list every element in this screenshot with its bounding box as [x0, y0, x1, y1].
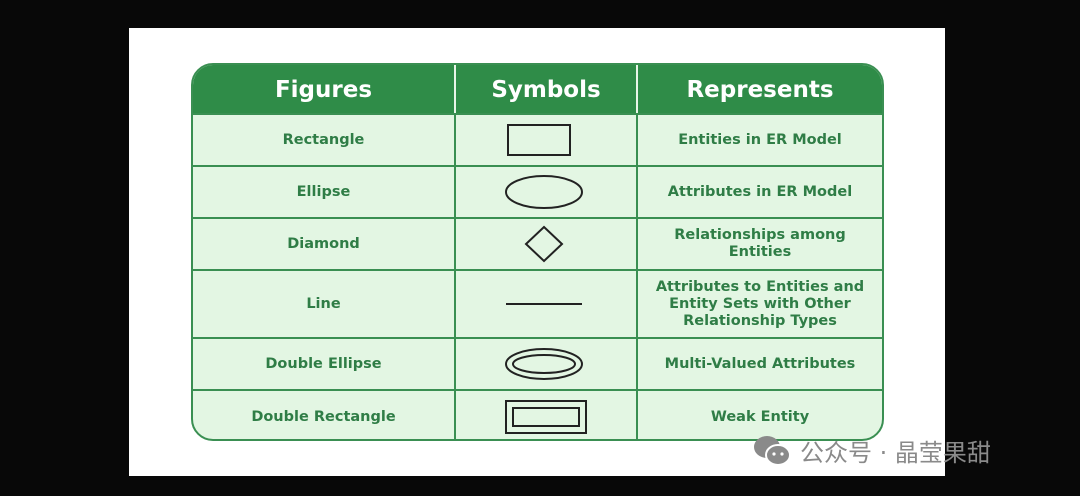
table-row: Ellipse Attributes in ER Model	[193, 165, 882, 217]
symbol-cell	[456, 339, 638, 389]
wechat-icon	[754, 435, 791, 466]
symbol-cell	[456, 115, 638, 165]
symbol-cell	[456, 167, 638, 217]
double-ellipse-symbol-icon	[505, 348, 583, 380]
double-rectangle-symbol-icon	[505, 400, 587, 434]
figure-name: Diamond	[193, 219, 456, 269]
figure-name: Ellipse	[193, 167, 456, 217]
header-represents: Represents	[686, 76, 834, 103]
symbol-cell	[456, 271, 638, 337]
er-symbols-table: Figures Symbols Represents Rectangle Ent…	[191, 63, 884, 441]
represents-text: Weak Entity	[710, 408, 810, 425]
figure-name: Rectangle	[193, 115, 456, 165]
watermark-text: 公众号 · 晶莹果甜	[800, 439, 991, 467]
table-row: Diamond Relationships among Entities	[193, 217, 882, 269]
table-row: Rectangle Entities in ER Model	[193, 113, 882, 165]
represents-text: Attributes to Entities and Entity Sets w…	[655, 278, 865, 329]
line-symbol-icon	[506, 303, 582, 305]
figure-name: Double Rectangle	[193, 391, 456, 439]
figure-name: Line	[193, 271, 456, 337]
represents-text: Relationships among Entities	[674, 227, 846, 260]
figure-name: Double Ellipse	[193, 339, 456, 389]
represents-text: Attributes in ER Model	[667, 183, 853, 200]
ellipse-symbol-icon	[505, 175, 583, 209]
represents-text: Entities in ER Model	[678, 131, 842, 148]
diamond-symbol-icon	[524, 225, 564, 263]
table-row: Double Rectangle Weak Entity	[193, 389, 882, 439]
table-header: Figures Symbols Represents	[193, 65, 882, 115]
rectangle-symbol-icon	[507, 124, 571, 156]
symbol-cell	[456, 391, 638, 439]
symbol-cell	[456, 219, 638, 269]
header-figures: Figures	[193, 65, 456, 115]
watermark: 公众号 · 晶莹果甜	[752, 433, 991, 468]
table-row: Double Ellipse Multi-Valued Attributes	[193, 337, 882, 389]
represents-text: Multi-Valued Attributes	[664, 355, 856, 372]
header-symbols: Symbols	[456, 65, 638, 115]
table-row: Line Attributes to Entities and Entity S…	[193, 269, 882, 337]
